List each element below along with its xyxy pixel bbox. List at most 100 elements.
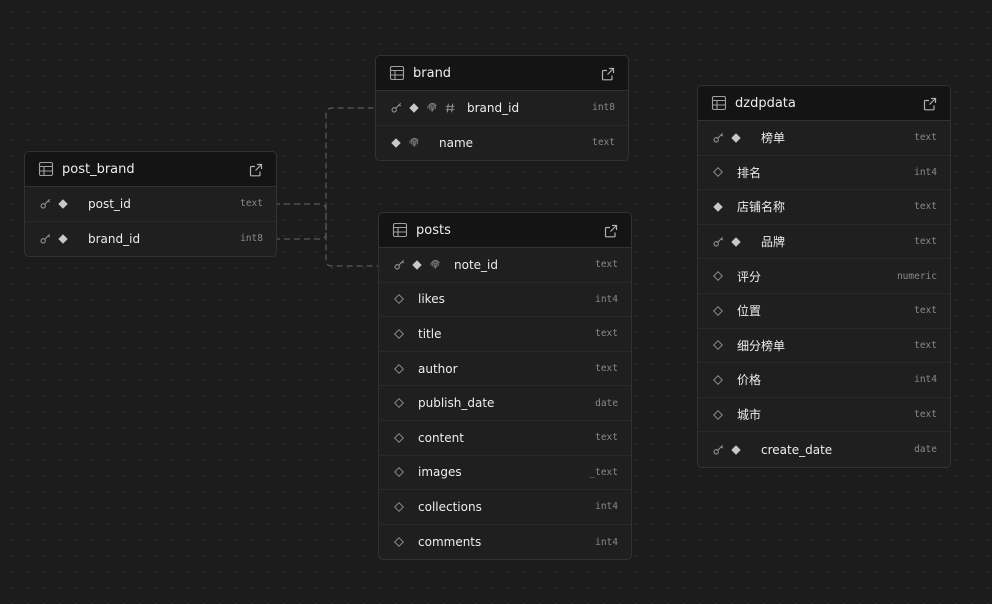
- outline-diamond-icon: [711, 165, 725, 179]
- column-type: text: [914, 339, 937, 351]
- key-icon: [711, 443, 725, 457]
- column-type: text: [914, 409, 937, 421]
- table-name: posts: [416, 222, 451, 238]
- column-flags: [392, 258, 446, 272]
- column-type: int4: [914, 166, 937, 178]
- external-link-icon[interactable]: [249, 162, 263, 177]
- column-name: author: [418, 361, 458, 376]
- column-type: int4: [595, 293, 618, 305]
- outline-diamond-icon: [392, 362, 406, 376]
- column-name: content: [418, 430, 464, 445]
- filled-diamond-icon: [389, 136, 403, 150]
- column-name: 价格: [737, 373, 762, 388]
- table-header[interactable]: posts: [379, 213, 631, 248]
- column-type: text: [595, 363, 618, 375]
- column-flags: [38, 232, 74, 246]
- column-row[interactable]: 城市 text: [698, 398, 950, 433]
- column-flags: [711, 165, 729, 179]
- key-icon: [38, 232, 52, 246]
- column-type: text: [914, 236, 937, 248]
- column-flags: [389, 136, 425, 150]
- column-row[interactable]: content text: [379, 421, 631, 456]
- column-flags: [711, 235, 747, 249]
- table-header[interactable]: dzdpdata: [698, 86, 950, 121]
- filled-diamond-icon: [410, 258, 424, 272]
- external-link-icon[interactable]: [604, 223, 618, 238]
- key-icon: [389, 101, 403, 115]
- column-row[interactable]: author text: [379, 352, 631, 387]
- outline-diamond-icon: [711, 408, 725, 422]
- column-row[interactable]: 品牌 text: [698, 225, 950, 260]
- column-flags: [392, 431, 410, 445]
- outline-diamond-icon: [392, 465, 406, 479]
- column-type: _text: [589, 466, 618, 478]
- outline-diamond-icon: [392, 396, 406, 410]
- table-name: dzdpdata: [735, 95, 796, 111]
- column-type: int8: [240, 233, 263, 245]
- column-row[interactable]: likes int4: [379, 283, 631, 318]
- column-name: 城市: [737, 408, 762, 423]
- column-name: likes: [418, 292, 445, 307]
- column-flags: [392, 327, 410, 341]
- column-name: 榜单: [761, 131, 786, 146]
- column-type: text: [595, 259, 618, 271]
- external-link-icon[interactable]: [923, 96, 937, 111]
- column-name: brand_id: [467, 100, 520, 115]
- column-type: numeric: [896, 270, 937, 282]
- key-icon: [711, 131, 725, 145]
- filled-diamond-icon: [729, 235, 743, 249]
- table-icon: [389, 65, 405, 81]
- column-type: int4: [595, 501, 618, 513]
- column-name: 品牌: [761, 235, 786, 250]
- column-name: brand_id: [88, 231, 141, 246]
- column-type: int4: [595, 536, 618, 548]
- column-type: text: [595, 432, 618, 444]
- column-flags: [392, 535, 410, 549]
- outline-diamond-icon: [392, 292, 406, 306]
- table-name: post_brand: [62, 161, 135, 177]
- outline-diamond-icon: [711, 304, 725, 318]
- column-type: date: [595, 397, 618, 409]
- column-row[interactable]: 榜单 text: [698, 121, 950, 156]
- fingerprint-icon: [425, 101, 439, 115]
- table-header[interactable]: post_brand: [25, 152, 276, 187]
- column-flags: [392, 292, 410, 306]
- fingerprint-icon: [428, 258, 442, 272]
- column-flags: [711, 269, 729, 283]
- outline-diamond-icon: [392, 431, 406, 445]
- key-icon: [711, 235, 725, 249]
- column-row[interactable]: images_text: [379, 456, 631, 491]
- column-type: text: [914, 305, 937, 317]
- column-flags: [392, 396, 410, 410]
- external-link-icon[interactable]: [601, 66, 615, 81]
- column-row[interactable]: brand_id int8: [25, 222, 276, 257]
- column-flags: [392, 362, 410, 376]
- outline-diamond-icon: [392, 500, 406, 514]
- table-header[interactable]: brand: [376, 56, 628, 91]
- column-flags: [711, 443, 747, 457]
- table-icon: [711, 95, 727, 111]
- outline-diamond-icon: [392, 535, 406, 549]
- column-type: text: [914, 132, 937, 144]
- column-name: 店铺名称: [737, 200, 786, 215]
